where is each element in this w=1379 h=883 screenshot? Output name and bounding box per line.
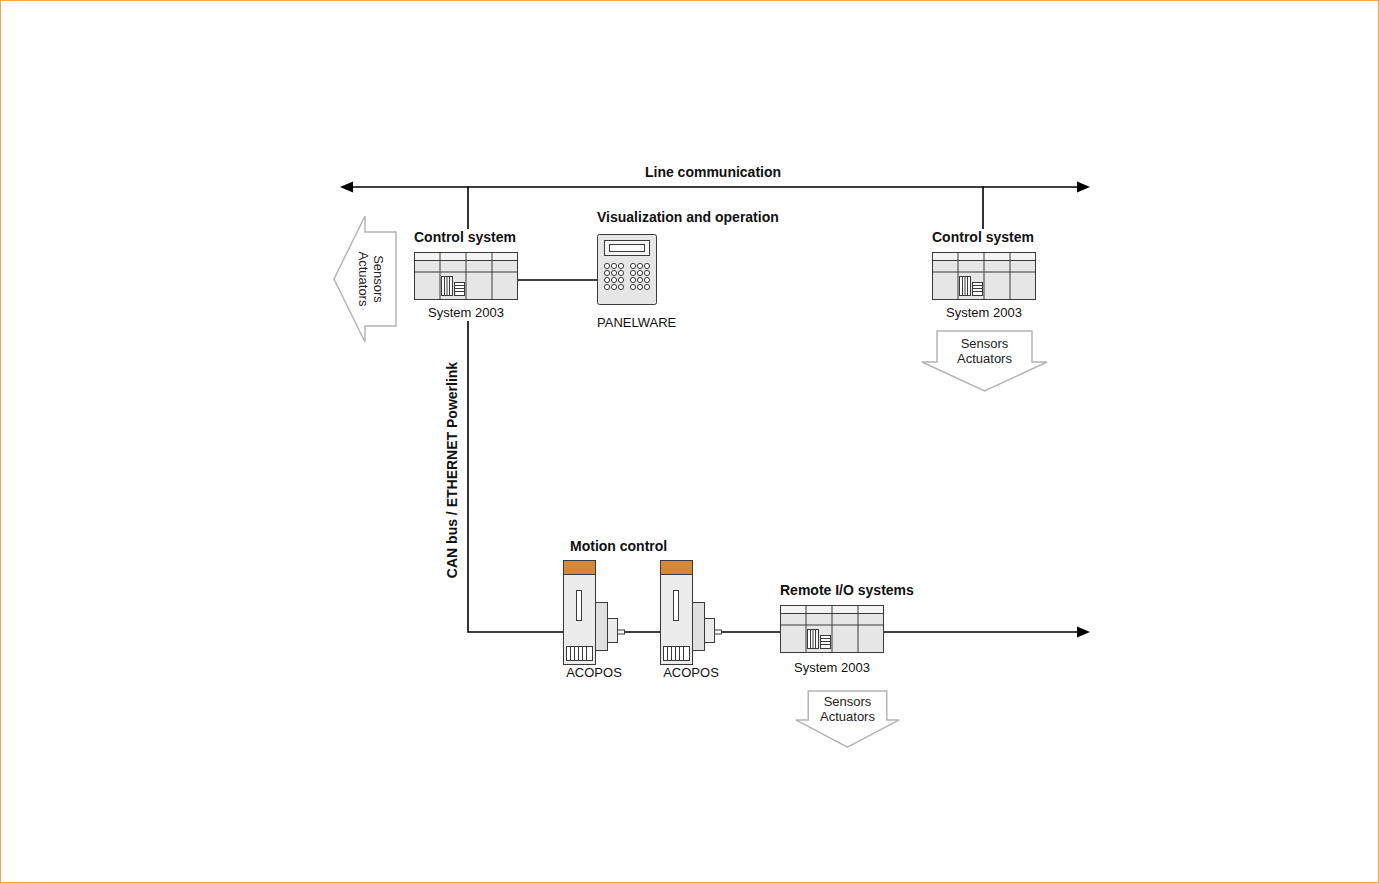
plc-module xyxy=(932,252,1036,300)
device-node: Control systemSystem 2003 xyxy=(932,229,1036,321)
bus-line xyxy=(468,321,563,632)
io-label: Sensors Actuators xyxy=(949,336,1021,366)
io-arrow: Sensors Actuators xyxy=(333,215,397,343)
device-node: ACOPOS xyxy=(660,560,722,681)
device-caption: System 2003 xyxy=(414,305,518,321)
device-figure xyxy=(780,605,914,653)
servo-drive xyxy=(660,560,722,665)
io-label: Sensors Actuators xyxy=(356,243,386,315)
arrow-head xyxy=(1077,182,1090,193)
device-caption: System 2003 xyxy=(932,305,1036,321)
device-title: Control system xyxy=(414,229,518,245)
arrow-head xyxy=(1077,627,1090,638)
device-node: Remote I/O systemsSystem 2003 xyxy=(780,582,914,676)
device-figure xyxy=(563,560,625,665)
operator-panel xyxy=(597,234,657,305)
bus-label: CAN bus / ETHERNET Powerlink xyxy=(444,359,460,581)
device-caption: System 2003 xyxy=(780,660,884,676)
device-caption: ACOPOS xyxy=(660,665,722,681)
device-figure xyxy=(414,252,518,300)
bus-line xyxy=(518,279,597,281)
group-label: Motion control xyxy=(570,538,667,554)
device-title: Visualization and operation xyxy=(597,209,779,225)
bus-line xyxy=(344,186,468,188)
device-caption: PANELWARE xyxy=(597,315,657,331)
io-arrow: Sensors Actuators xyxy=(921,330,1048,392)
device-node: Visualization and operationPANELWARE xyxy=(597,209,779,331)
io-label: Sensors Actuators xyxy=(812,694,884,724)
device-title: Control system xyxy=(932,229,1036,245)
bus-line xyxy=(884,631,1086,633)
arrow-head xyxy=(340,182,353,193)
plc-module xyxy=(414,252,518,300)
bus-line xyxy=(983,186,1086,188)
plc-module xyxy=(780,605,884,653)
bus-line xyxy=(468,187,983,229)
device-node: Control systemSystem 2003 xyxy=(414,229,518,321)
bus-label: Line communication xyxy=(642,164,784,180)
device-caption: ACOPOS xyxy=(563,665,625,681)
bus-line xyxy=(625,631,660,633)
device-figure xyxy=(597,234,779,305)
io-arrow: Sensors Actuators xyxy=(795,690,900,748)
device-figure xyxy=(932,252,1036,300)
servo-drive xyxy=(563,560,625,665)
device-title: Remote I/O systems xyxy=(780,582,914,598)
device-figure xyxy=(660,560,722,665)
bus-line xyxy=(722,631,780,633)
device-node: ACOPOS xyxy=(563,560,625,681)
